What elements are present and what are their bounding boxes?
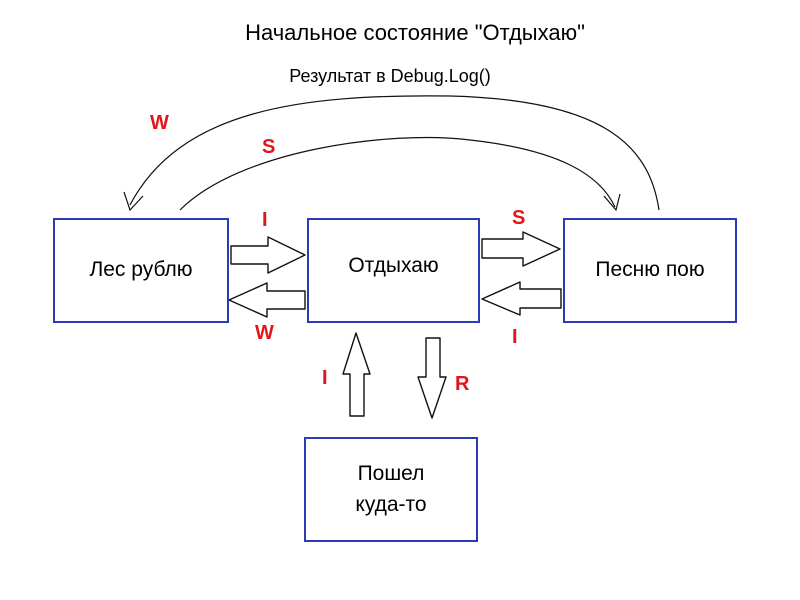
state-away-label-line1: Пошел [357,462,425,486]
key-label-rest-to-away: R [455,373,470,395]
key-label-away-to-rest: I [322,367,328,389]
state-song-label: Песню пою [595,258,705,282]
state-forest-box: Лес рублю [53,218,229,323]
state-song-box: Песню пою [563,218,737,323]
arrow-rest-to-song [481,231,561,267]
state-forest-label: Лес рублю [89,258,193,282]
state-rest-box: Отдыхаю [307,218,480,323]
arrow-rest-to-forest [228,282,306,318]
diagram-subtitle: Результат в Debug.Log() [289,66,491,86]
arrow-song-to-rest [481,281,562,316]
key-label-rest-to-song: S [512,207,526,229]
arrow-rest-to-away [417,337,447,419]
state-rest-label: Отдыхаю [348,254,439,278]
arc-w-arrowhead [123,191,144,212]
key-label-song-to-rest: I [512,326,518,348]
state-away-box: Пошел куда-то [304,437,478,542]
arc-w-song-to-forest [129,95,660,211]
diagram-title: Начальное состояние "Отдыхаю" [245,20,585,45]
arrow-forest-to-rest [230,236,306,274]
key-label-song-to-forest: W [150,112,169,134]
state-away-label-line2: куда-то [355,492,427,516]
arc-s-forest-to-song [179,136,616,211]
arrow-away-to-rest [342,332,371,417]
key-label-forest-to-rest: I [262,209,268,231]
arc-s-arrowhead [603,193,621,212]
key-label-forest-to-song: S [262,136,276,158]
key-label-rest-to-forest: W [255,322,274,344]
